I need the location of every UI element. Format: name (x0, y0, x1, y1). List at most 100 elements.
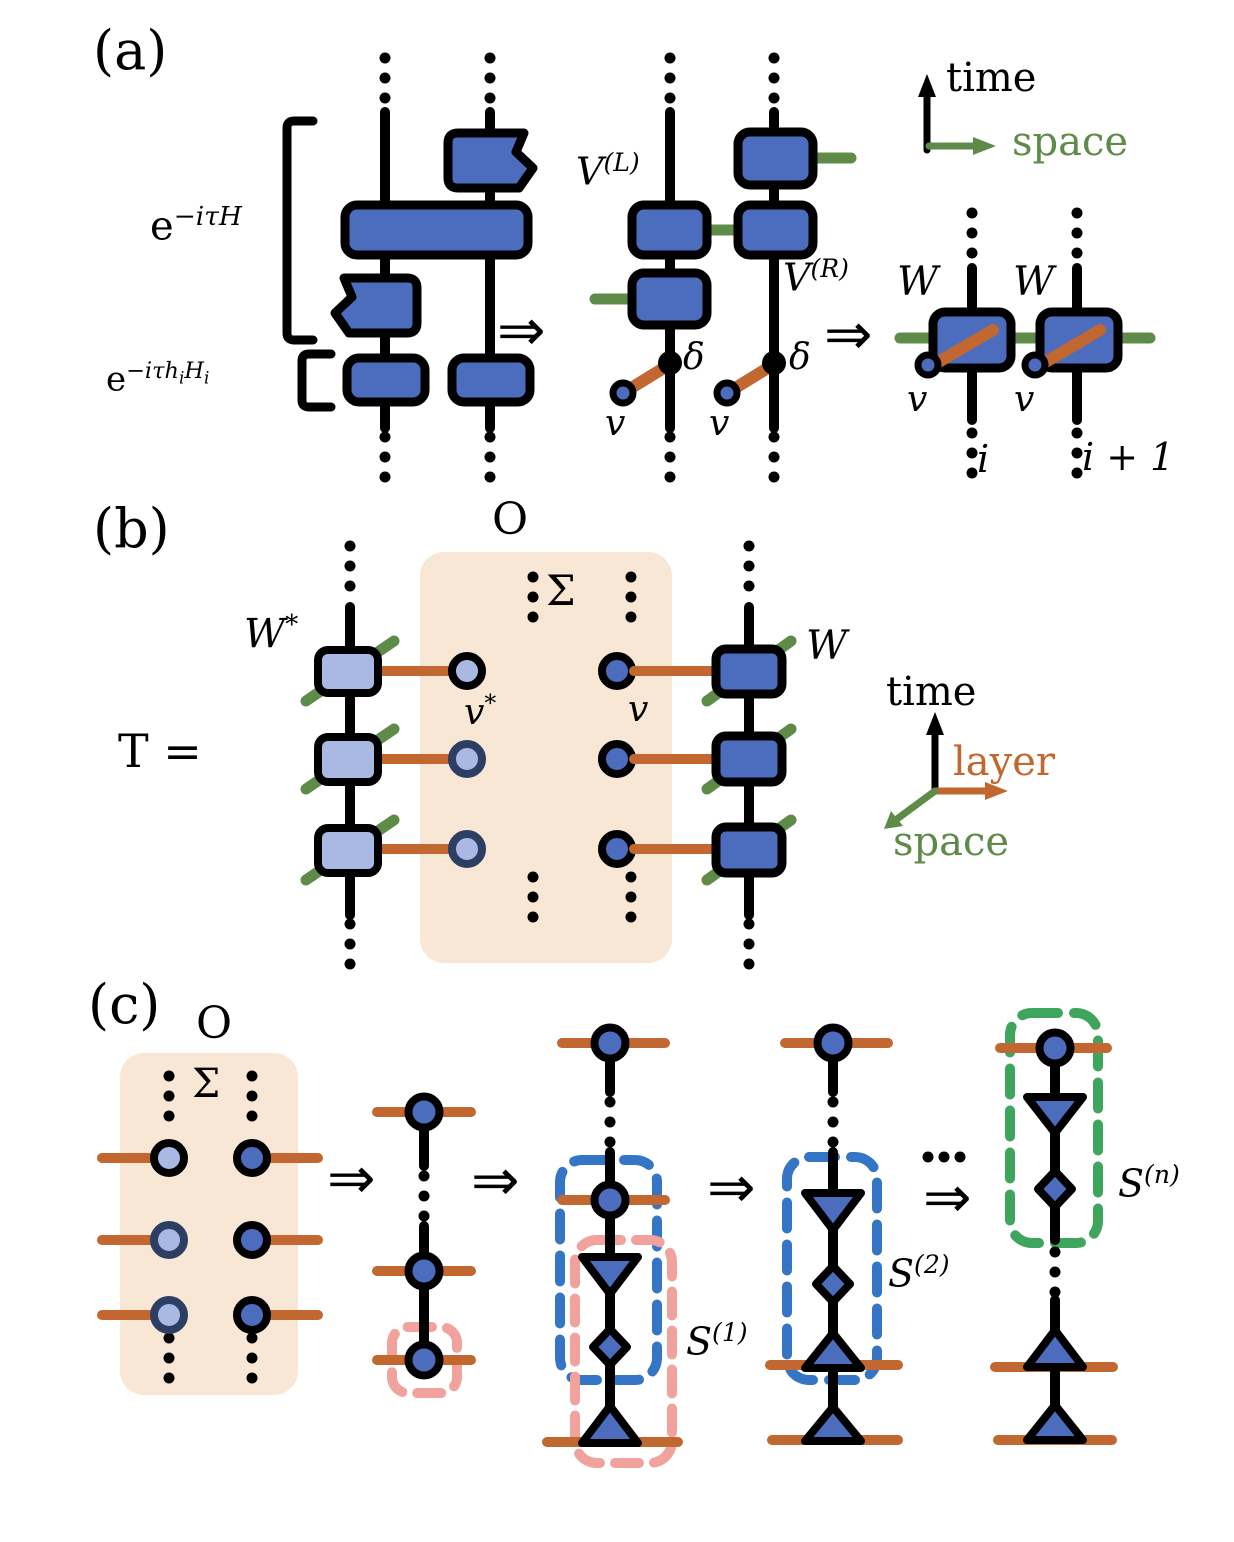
v-conj-tensor (150, 1296, 188, 1334)
implies-arrow-icon: ⇒ (707, 1153, 756, 1221)
sum-label: Σ (192, 1061, 221, 1107)
w-conj-label: W* (244, 609, 299, 654)
wire-dots (743, 540, 755, 592)
site-i-label: i (977, 437, 990, 481)
wire-dots (344, 540, 356, 592)
s1-sup: (1) (712, 1318, 748, 1347)
wire-dots (966, 427, 978, 479)
two-site-gate-box (340, 200, 533, 260)
v-left-base: V (576, 149, 604, 194)
exp-sup: −iτH (173, 201, 242, 232)
sn-sup: (n) (1144, 1160, 1180, 1189)
diamond-tensor (589, 1325, 631, 1369)
observable-interior (448, 571, 637, 923)
observable-label: O (196, 998, 233, 1049)
v-vector-tensor (609, 379, 637, 407)
exp-global-label: e−iτH (150, 201, 242, 250)
cdots (922, 1151, 966, 1163)
v-conj-tensor (448, 830, 486, 868)
v-right-label: V(R) (783, 256, 849, 297)
v-label: v (628, 689, 649, 730)
vl-vr-circuit (589, 52, 857, 483)
v-tensor (598, 740, 636, 778)
sum-label: Σ (546, 566, 576, 615)
triangle-down-tensor (801, 1189, 865, 1234)
panel-c-tag: (c) (88, 973, 161, 1036)
wire-dots (966, 207, 978, 259)
space-axis-label: space (1012, 119, 1129, 165)
v-tensor (233, 1139, 271, 1177)
v-right-sup: (R) (810, 254, 849, 283)
layer-bond-diagonal (931, 324, 999, 369)
panel-a (282, 52, 1156, 483)
triangle-down-tensor (1023, 1093, 1087, 1137)
region-dots (246, 1332, 258, 1384)
region-dots (527, 871, 539, 923)
bracket-large (282, 116, 318, 345)
sn-label: S(n) (1118, 1162, 1180, 1203)
vr-gate-box (733, 127, 818, 190)
wire-dots (768, 52, 780, 104)
w-conj-tensor-box (314, 733, 382, 786)
mpo-site-tensor (590, 1023, 630, 1063)
triangle-up-tensor (1023, 1326, 1087, 1371)
delta-label: δ (683, 337, 705, 378)
w-label: W (1013, 259, 1055, 305)
v-tensor (233, 1296, 271, 1334)
triangle-up-tensor (578, 1402, 642, 1447)
implies-arrow-icon: ⇒ (471, 1146, 520, 1214)
time-axis-label: time (886, 669, 977, 715)
v-conj-tensor (448, 652, 486, 690)
time-arrowhead-icon (918, 74, 936, 97)
wire-dots (664, 52, 676, 104)
delta-label: δ (789, 337, 811, 378)
vl-gate-box (627, 200, 712, 260)
mpo-chain (372, 1092, 476, 1398)
v-tensor (598, 830, 636, 868)
v-label: v (1014, 379, 1035, 420)
v-conj-tensor (150, 1221, 188, 1259)
space-arrowhead-icon (884, 811, 903, 829)
wire-dots (1071, 207, 1083, 259)
w-column (629, 540, 797, 970)
v-vector-tensor (713, 379, 741, 407)
single-site-gate-box (342, 353, 430, 407)
v-conj-tensor (448, 740, 486, 778)
flag-gate-right (443, 128, 538, 193)
wire-dots (484, 431, 496, 483)
observable-label: O (492, 494, 529, 545)
s2-base: S (888, 1251, 915, 1296)
sn-base: S (1118, 1161, 1145, 1206)
region-dots (246, 1070, 258, 1122)
observable-interior (97, 1070, 323, 1384)
v-vector-tensor (1021, 351, 1049, 379)
wire-dots (604, 1096, 616, 1148)
v-conj-sup: * (484, 689, 497, 717)
w-tensor-box (711, 731, 787, 787)
w-conj-tensor-box (314, 824, 382, 877)
region-dots (527, 571, 539, 623)
implies-arrow-icon: ⇒ (923, 1163, 972, 1231)
wire-dots (664, 431, 676, 483)
v-conj-label: v* (464, 689, 497, 731)
w-label: W (897, 259, 939, 305)
s2-label: S(2) (888, 1252, 950, 1293)
exp-base: e (150, 203, 174, 250)
v-right-base: V (783, 255, 811, 300)
trotter-circuit (282, 52, 538, 483)
region-dots (163, 1070, 175, 1122)
w-conj-sup: * (285, 609, 299, 640)
panel-b (300, 540, 1008, 970)
s1-base: S (686, 1319, 713, 1364)
mpo-site-tensor (1035, 1028, 1075, 1068)
w-tensor-box (711, 822, 787, 878)
diamond-tensor (812, 1262, 854, 1306)
s1-label: S(1) (686, 1320, 748, 1361)
v-label: v (605, 403, 626, 444)
mpo-site-tensor (404, 1340, 444, 1380)
implies-arrow-icon: ⇒ (497, 296, 546, 364)
v-vector-tensor (914, 351, 942, 379)
exp-sup-part: H (184, 358, 204, 384)
site-i-plus-1-label: i + 1 (1082, 435, 1175, 479)
